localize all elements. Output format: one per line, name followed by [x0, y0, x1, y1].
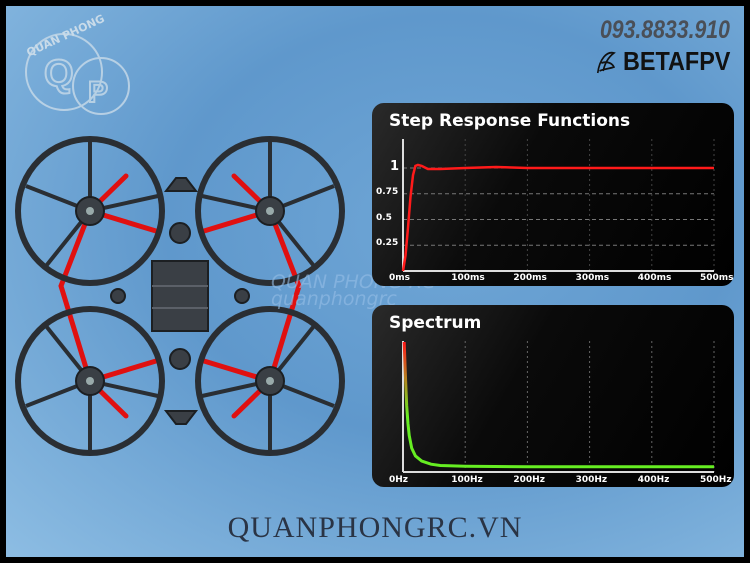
product-banner: Q P QUAN PHONG 093.8833.910 BETAFPV — [6, 6, 744, 557]
brand-name: BETAFPV — [622, 46, 730, 76]
x-tick-label: 400ms — [637, 273, 672, 283]
svg-text:Q: Q — [44, 53, 74, 95]
x-tick-label: 300ms — [575, 273, 610, 283]
spectrum-panel: Spectrum 0Hz 100Hz 200Hz 300Hz 400Hz 500Hz — [372, 305, 734, 487]
x-tick-label: 500Hz — [700, 475, 732, 485]
y-tick-label: 0.25 — [376, 238, 399, 249]
y-tick-label: 0.5 — [376, 212, 392, 223]
spectrum-line — [402, 341, 714, 469]
x-tick-label: 100Hz — [451, 475, 483, 485]
step-response-title: Step Response Functions — [389, 111, 631, 131]
watermark-line2: quanphongrc — [271, 288, 397, 310]
x-tick-label: 0Hz — [389, 475, 409, 485]
y-tick-label: 1 — [390, 159, 400, 174]
x-tick-label: 0ms — [389, 273, 410, 283]
step-response-line — [401, 163, 714, 272]
y-tick-label: 0.75 — [376, 186, 399, 197]
spectrum-title: Spectrum — [389, 313, 482, 333]
brand-logo: BETAFPV — [594, 46, 730, 77]
step-response-panel: Step Response Functions 0ms 100ms 200ms 300… — [372, 103, 734, 286]
x-tick-label: 100ms — [451, 273, 485, 283]
x-tick-label: 300Hz — [575, 475, 608, 485]
quanphong-logo: Q P QUAN PHONG — [25, 14, 130, 115]
x-tick-label: 400Hz — [637, 475, 670, 485]
betafpv-logo-icon — [596, 51, 616, 73]
spectrum-chart — [402, 341, 715, 473]
website-footer: QUANPHONGRC.VN — [227, 511, 523, 544]
x-tick-label: 200Hz — [513, 475, 545, 485]
x-tick-label: 200ms — [513, 273, 547, 283]
drone-frame-image — [15, 136, 345, 456]
phone-number: 093.8833.910 — [600, 16, 730, 44]
x-tick-label: 500ms — [700, 273, 734, 283]
svg-text:P: P — [88, 76, 108, 109]
step-response-chart — [401, 139, 715, 272]
